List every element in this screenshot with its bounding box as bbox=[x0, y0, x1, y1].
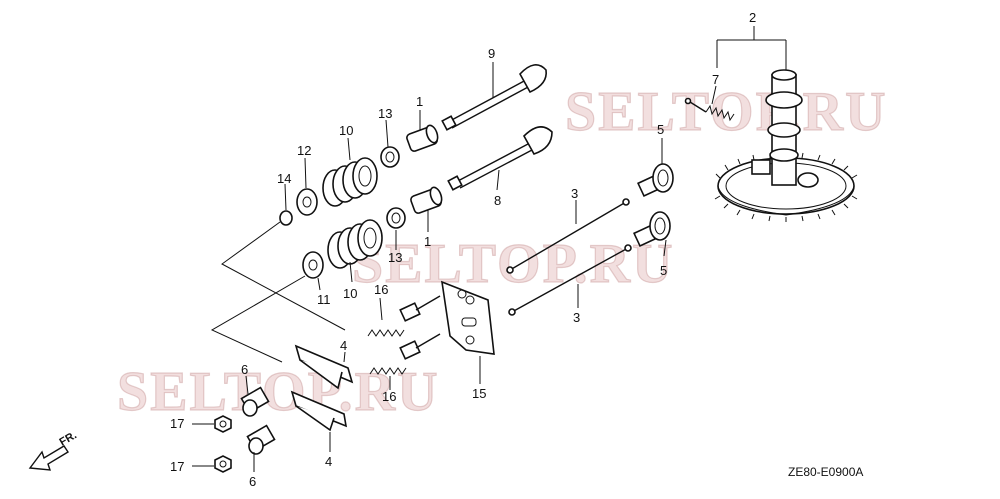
label-13-upper: 13 bbox=[378, 106, 392, 121]
leader-lines bbox=[192, 26, 787, 472]
exhaust-valve bbox=[447, 126, 553, 191]
label-10-upper: 10 bbox=[339, 123, 353, 138]
label-1-lower: 1 bbox=[424, 234, 431, 249]
lock-nuts bbox=[214, 415, 232, 473]
label-17-lower: 17 bbox=[170, 459, 184, 474]
push-rod-guide-plate bbox=[441, 280, 495, 355]
label-17-upper: 17 bbox=[170, 416, 184, 431]
valve-lifters bbox=[633, 163, 674, 248]
camshaft bbox=[714, 69, 858, 222]
front-direction-indicator: FR. bbox=[28, 429, 79, 471]
intake-valve bbox=[441, 64, 547, 131]
label-2: 2 bbox=[749, 10, 756, 25]
valve-collets bbox=[380, 146, 406, 229]
label-5-lower: 5 bbox=[660, 263, 667, 278]
watermark-middle: SELTOP.RU bbox=[352, 233, 675, 295]
pivot-nuts bbox=[240, 386, 276, 455]
watermark-bottom: SELTOP.RU bbox=[117, 361, 440, 423]
valve-spring-upper bbox=[322, 157, 378, 207]
spring-retainers bbox=[296, 188, 324, 279]
valve-stem-seals bbox=[406, 124, 443, 214]
rocker-arms bbox=[290, 344, 354, 432]
label-8: 8 bbox=[494, 193, 501, 208]
label-7: 7 bbox=[712, 72, 719, 87]
watermarks: SELTOP.RU SELTOP.RU SELTOP.RU bbox=[116, 80, 888, 423]
assembly-outline bbox=[210, 221, 346, 363]
front-direction-label: FR. bbox=[58, 429, 79, 448]
decompressor-spring bbox=[684, 97, 735, 122]
front-arrow-icon bbox=[28, 445, 69, 471]
label-6-upper: 6 bbox=[241, 362, 248, 377]
label-3-upper: 3 bbox=[571, 186, 578, 201]
label-14: 14 bbox=[277, 171, 291, 186]
label-4-lower: 4 bbox=[325, 454, 332, 469]
label-16-upper: 16 bbox=[374, 282, 388, 297]
label-10-lower: 10 bbox=[343, 286, 357, 301]
rocker-pivot-bolts bbox=[367, 295, 441, 375]
diagram-code: ZE80-E0900A bbox=[788, 465, 863, 479]
pivot-bolt-lower bbox=[369, 333, 441, 375]
label-9: 9 bbox=[488, 46, 495, 61]
valve-lifter-lower bbox=[633, 211, 671, 248]
valve-springs bbox=[322, 157, 383, 269]
label-1-upper: 1 bbox=[416, 94, 423, 109]
watermark-top: SELTOP.RU bbox=[565, 81, 888, 143]
label-6-lower: 6 bbox=[249, 474, 256, 489]
push-rods bbox=[506, 198, 632, 316]
label-15: 15 bbox=[472, 386, 486, 401]
label-5-upper: 5 bbox=[657, 122, 664, 137]
valve-cap bbox=[279, 210, 293, 226]
label-11: 11 bbox=[317, 292, 331, 307]
part-labels: 2 7 9 1 13 10 12 14 8 5 3 1 13 5 10 11 1… bbox=[170, 10, 756, 489]
label-12: 12 bbox=[297, 143, 311, 158]
label-16-lower: 16 bbox=[382, 389, 396, 404]
valve-lifter-upper bbox=[637, 163, 674, 198]
pivot-bolt-upper bbox=[367, 295, 441, 337]
label-3-lower: 3 bbox=[573, 310, 580, 325]
label-13-lower: 13 bbox=[388, 250, 402, 265]
label-4-upper: 4 bbox=[340, 338, 347, 353]
